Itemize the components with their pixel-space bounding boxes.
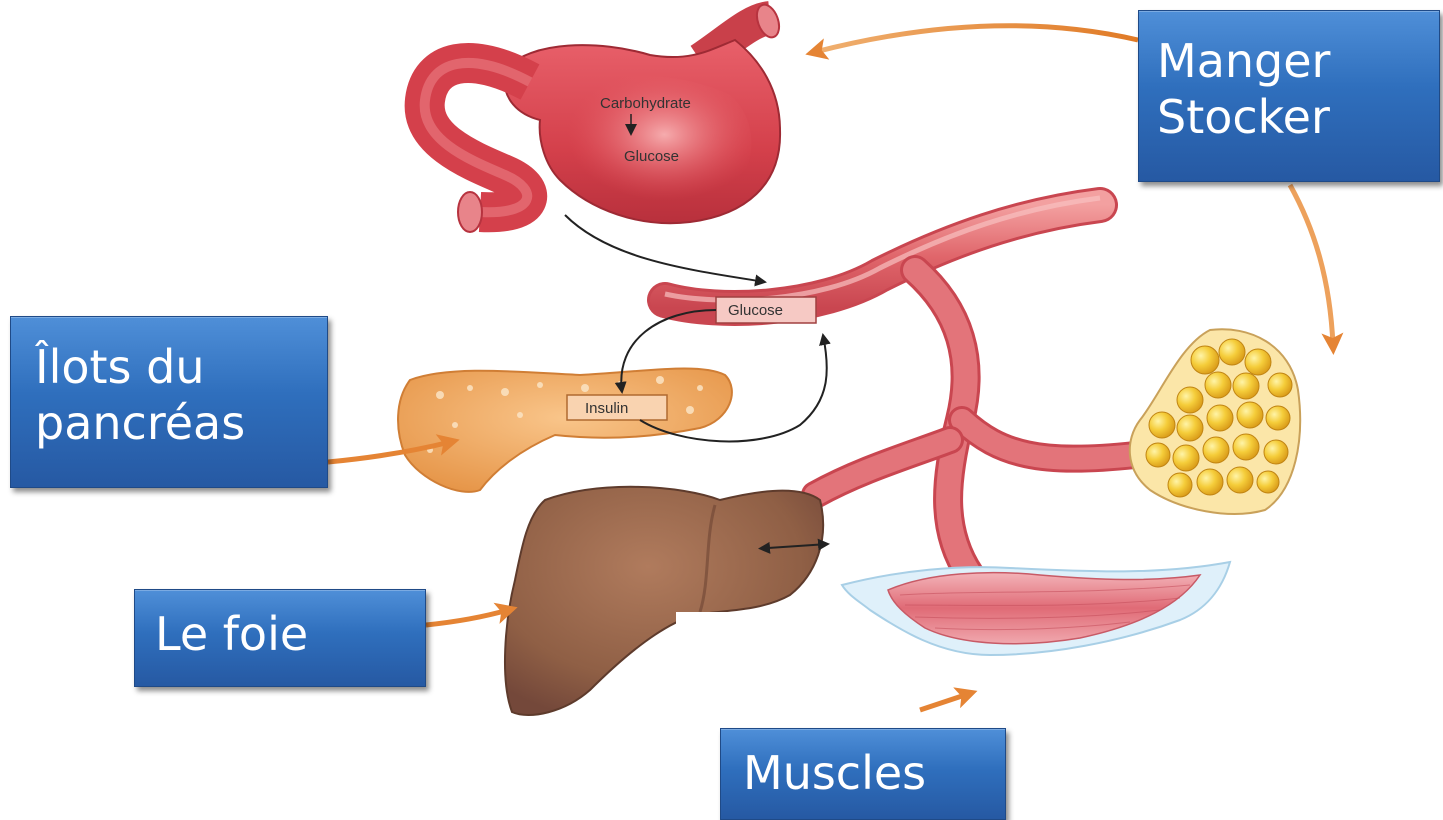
stocker-to-fat-arrow — [1290, 185, 1333, 345]
muscles-to-muscle-arrow — [920, 694, 968, 710]
vessel-glucose-label: Glucose — [728, 302, 783, 319]
stomach-label-carbohydrate: Carbohydrate — [600, 95, 691, 112]
blank-patch — [676, 612, 876, 692]
callout-stocker-label: Stocker — [1157, 89, 1425, 145]
callout-manger-label: Manger — [1157, 33, 1425, 89]
fat-tissue-icon — [1130, 329, 1300, 514]
blank-patch-lower — [606, 692, 716, 802]
manger-to-stomach-arrow — [815, 26, 1138, 52]
pancreas-icon: Insulin — [398, 368, 732, 491]
stomach-label-glucose: Glucose — [624, 148, 679, 165]
stomach-icon: Carbohydrate Glucose — [425, 2, 784, 232]
callout-ilots-pancreas: Îlots du pancréas — [10, 316, 328, 488]
callout-ilots-line2: pancréas — [35, 395, 313, 451]
callout-muscles: Muscles — [720, 728, 1006, 820]
callout-ilots-line1: Îlots du — [35, 339, 313, 395]
foie-to-liver-arrow — [426, 610, 508, 625]
pancreas-insulin-label: Insulin — [585, 400, 628, 417]
muscle-icon — [842, 562, 1230, 655]
stomach-to-blood-arrow — [565, 215, 765, 282]
callout-manger-stocker: Manger Stocker — [1138, 10, 1440, 182]
callout-foie-label: Le foie — [155, 606, 411, 662]
callout-muscles-label: Muscles — [743, 745, 991, 801]
callout-le-foie: Le foie — [134, 589, 426, 687]
